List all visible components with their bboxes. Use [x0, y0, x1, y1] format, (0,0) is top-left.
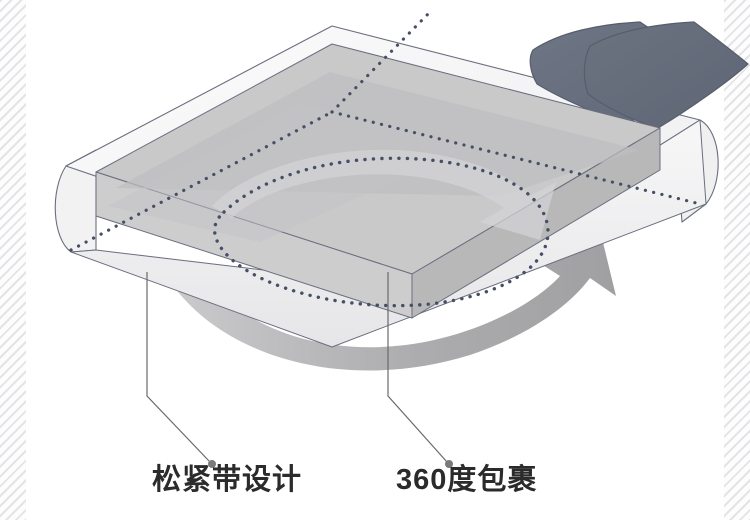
pillow-right: [583, 21, 749, 129]
rotation-arrow-360-lower: [175, 230, 616, 371]
leader-left: [146, 272, 216, 468]
left-hatch-strip: [0, 0, 26, 520]
elastic-band-dotted-outline: [213, 156, 550, 308]
leader-dot-right: [445, 460, 453, 468]
leader-right: [387, 272, 453, 468]
sheet-seam-dotted-lines: [69, 10, 702, 252]
label-elastic-band: 松紧带设计: [152, 464, 303, 496]
label-360-wrap: 360度包裹: [396, 464, 538, 496]
leader-dot-left: [208, 460, 216, 468]
right-hatch-strip: [724, 0, 750, 520]
